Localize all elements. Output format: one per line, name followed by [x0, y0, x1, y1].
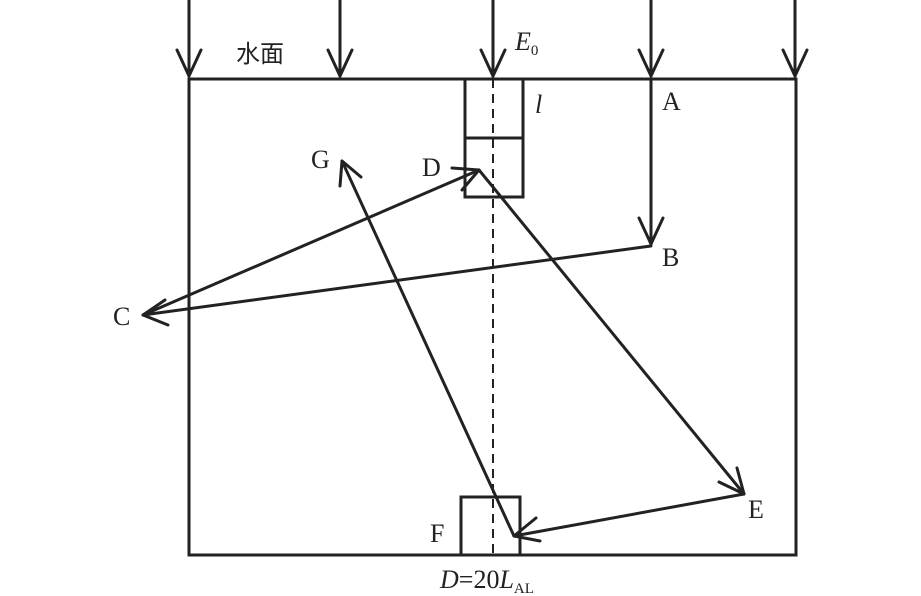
water-surface-label: 水面: [236, 40, 284, 68]
ray-f-to-g: [338, 159, 516, 538]
point-label-a: A: [662, 87, 681, 116]
ray-a-to-b: [637, 77, 665, 246]
point-label-g: G: [311, 145, 330, 174]
point-label-f: F: [430, 519, 444, 548]
bottom-detector-box: [459, 495, 522, 557]
irradiance-label: E0: [514, 27, 538, 59]
incident-arrow-4: [637, 0, 665, 78]
ray-d-to-e: [477, 168, 746, 496]
length-label: l: [535, 90, 542, 119]
point-label-d: D: [422, 153, 441, 182]
incident-arrow-3: [479, 0, 507, 78]
incident-arrow-2: [326, 0, 354, 78]
point-label-b: B: [662, 243, 679, 272]
point-label-c: C: [113, 302, 130, 331]
point-label-e: E: [748, 495, 764, 524]
incident-arrow-1: [175, 0, 203, 78]
incident-arrow-5: [781, 0, 809, 78]
ray-e-to-f: [512, 492, 746, 543]
depth-label: D=20LAL: [439, 565, 534, 596]
incident-light-arrows: [175, 0, 809, 78]
water-tank-outline: [187, 77, 798, 557]
